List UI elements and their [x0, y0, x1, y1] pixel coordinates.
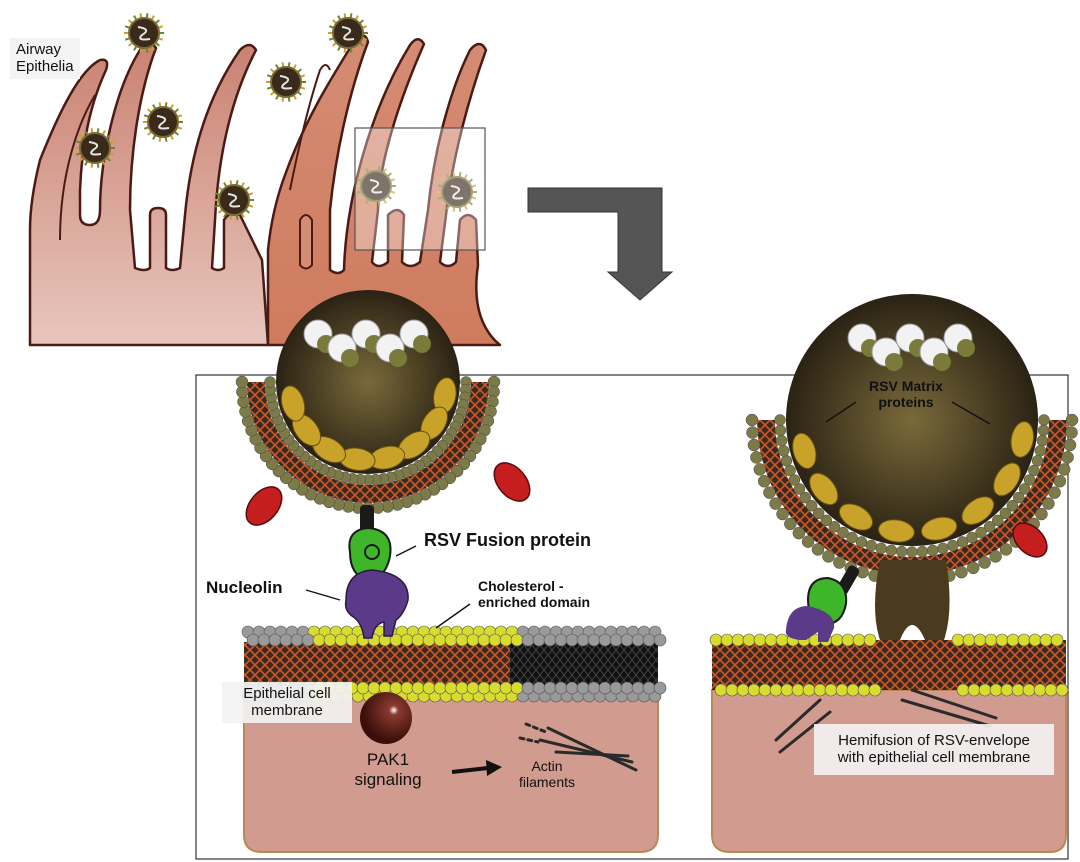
cholesterol-domain-label: Cholesterol - enriched domain [478, 578, 590, 610]
rsv-matrix-proteins-label: RSV Matrix proteins [856, 378, 956, 410]
g-protein-right-icon [493, 462, 531, 502]
nucleolin-icon [344, 569, 409, 639]
airway-label-line1: Airway [16, 41, 62, 58]
membrane-label-line1: Epithelial cell [243, 685, 331, 702]
actin-label-line1: Actin [531, 758, 563, 774]
g-protein-left-icon [245, 486, 283, 526]
rsv-fusion-protein-label: RSV Fusion protein [424, 530, 592, 550]
actin-filaments-label: Actin filaments [512, 758, 582, 790]
nucleolin-label: Nucleolin [206, 578, 283, 597]
virus-particles-top [75, 13, 477, 220]
zoom-arrow-icon [527, 187, 674, 301]
hemifusion-label-line2: with epithelial cell membrane [837, 749, 1031, 767]
membrane-label-line2: membrane [251, 702, 323, 720]
epithelial-cell-right [266, 34, 502, 347]
fusion-protein-icon-right [785, 565, 860, 642]
signaling-arrow-icon [451, 760, 502, 776]
epithelial-cell-left [28, 42, 270, 347]
epithelial-membrane-label: Epithelial cell membrane [222, 682, 352, 723]
virion-icon [328, 13, 368, 53]
pak1-label-line1: PAK1 [366, 750, 410, 769]
actin-filaments [518, 722, 638, 772]
virion-icon [214, 180, 254, 220]
virion-icon [75, 128, 115, 168]
fusion-protein-icon [348, 505, 392, 582]
actin-filaments-right [774, 688, 998, 754]
cholesterol-label-line1: Cholesterol - [478, 578, 564, 594]
rsv-virion-left [235, 290, 531, 526]
airway-epithelia-label: Airway Epithelia [10, 38, 80, 79]
g-protein-far-right-icon [1012, 522, 1048, 558]
actin-label-line2: filaments [518, 774, 576, 791]
zoom-region-box [354, 127, 486, 251]
rsv-virion-right [745, 294, 1079, 587]
pak1-signaling-label: PAK1 signaling [352, 750, 424, 789]
hemifusion-label: Hemifusion of RSV-envelope with epitheli… [814, 724, 1054, 775]
hemifusion-label-line1: Hemifusion of RSV-envelope [838, 732, 1030, 749]
virion-icon [437, 172, 477, 212]
cholesterol-label-line2: enriched domain [478, 594, 591, 611]
pak1-protein [360, 692, 412, 744]
virion-icon [356, 166, 396, 206]
pak1-label-line2: signaling [354, 769, 422, 789]
virion-icon [266, 62, 306, 102]
virion-icon [124, 13, 164, 53]
airway-label-line2: Epithelia [16, 58, 74, 76]
virion-icon [143, 102, 183, 142]
matrix-label-line2: proteins [878, 394, 934, 411]
matrix-label-line1: RSV Matrix [869, 378, 943, 394]
